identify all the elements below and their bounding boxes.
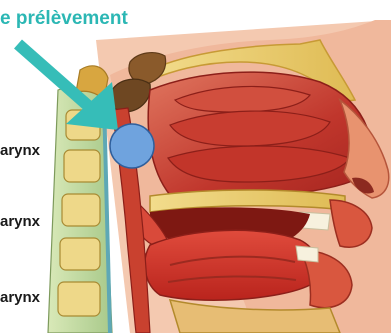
title-label: e prélèvement	[0, 8, 128, 29]
label-laryngopharynx: arynx	[0, 289, 41, 306]
lower-teeth	[296, 246, 318, 262]
label-oropharynx: arynx	[0, 213, 41, 230]
vertebra	[60, 238, 100, 270]
vertebra	[62, 194, 100, 226]
vertebra	[64, 150, 100, 182]
label-nasopharynx: arynx	[0, 142, 41, 159]
circle-marker-icon	[110, 124, 154, 168]
vertebra	[58, 282, 100, 316]
